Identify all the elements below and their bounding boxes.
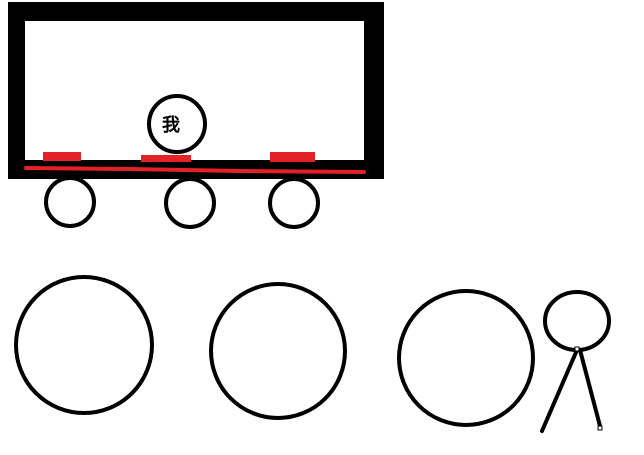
cart-top-bar: [8, 2, 384, 21]
cart-red-markers: [24, 152, 366, 174]
cart-wheels: [44, 176, 320, 229]
stick-figure-right-leg: [578, 348, 602, 428]
cart-wheel-3: [268, 177, 320, 229]
character-circle: [147, 94, 207, 154]
stick-figure-foot-marker: [597, 425, 603, 431]
stick-figure-head: [543, 290, 611, 352]
stick-figure-left-leg: [540, 348, 579, 433]
large-circle-3: [397, 289, 535, 427]
cart-box: [8, 2, 384, 179]
large-circles: [14, 275, 535, 427]
cart-wheel-2: [164, 177, 216, 229]
character-circle-group: 我: [147, 94, 207, 154]
cart-right-wall: [364, 2, 384, 179]
large-circle-2: [209, 282, 347, 420]
red-marker-left: [43, 152, 81, 161]
stick-figure: [540, 290, 611, 433]
large-circle-1: [14, 275, 154, 415]
red-marker-center: [141, 155, 191, 162]
cart-left-wall: [8, 2, 25, 179]
red-marker-right: [270, 152, 315, 162]
cart-wheel-1: [44, 176, 96, 228]
stick-figure-joint-marker: [574, 346, 580, 352]
red-line: [24, 166, 366, 174]
character-label: 我: [162, 115, 180, 136]
